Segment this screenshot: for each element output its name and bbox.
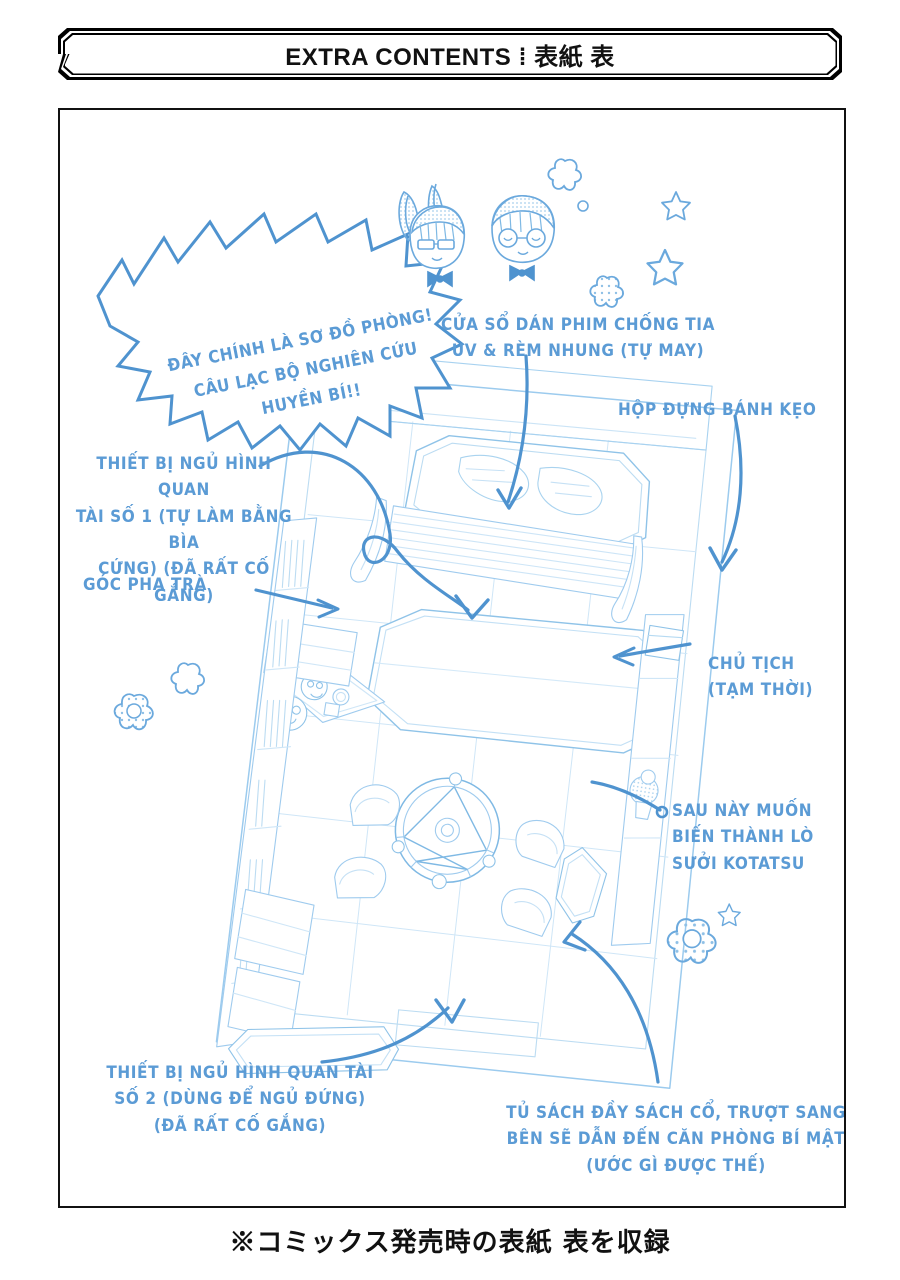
- annotation-window-uv-film: CỬA SỔ DÁN PHIM CHỐNG TIA UV & RÈM NHUNG…: [440, 315, 716, 362]
- bunny-girl-chibi: [398, 183, 466, 288]
- burst-speech-bubble-shape: [96, 211, 465, 453]
- annotation-bookshelf-secret-room: TỦ SÁCH ĐẦY SÁCH CỔ, TRƯỢT SANG BÊN SẼ D…: [506, 1103, 846, 1176]
- chibi-characters-group: [398, 183, 555, 288]
- footer-caption: ※コミックス発売時の表紙 表を収録: [229, 1228, 671, 1258]
- glasses-boy-chibi: [491, 195, 555, 282]
- occult-club-room-isometric-blueprint: [96, 158, 743, 1089]
- annotation-president: CHỦ TỊCH (TẠM THỜI): [708, 654, 814, 701]
- annotation-coffin-bed-2: THIẾT BỊ NGỦ HÌNH QUAN TÀI SỐ 2 (DÙNG ĐỂ…: [106, 1063, 374, 1136]
- page-title: EXTRA CONTENTS ⁞ 表紙 表: [285, 43, 615, 71]
- annotation-tea-corner: GÓC PHA TRÀ: [83, 575, 207, 595]
- header-banner: EXTRA CONTENTS ⁞ 表紙 表: [58, 28, 842, 80]
- decorations: [113, 158, 741, 964]
- illustration-panel: ĐÂY CHÍNH LÀ SƠ ĐỒ PHÒNG! CÂU LẠC BỘ NGH…: [58, 108, 846, 1208]
- annotation-coffin-bed-1: THIẾT BỊ NGỦ HÌNH QUAN TÀI SỐ 1 (TỰ LÀM …: [75, 454, 293, 606]
- annotation-kotatsu-plan: SAU NÀY MUỐN BIẾN THÀNH LÒ SƯỞI KOTATSU: [672, 801, 814, 874]
- annotation-candy-box: HỘP ĐỰNG BÁNH KẸO: [618, 400, 817, 420]
- banner-fill-inner: [65, 35, 836, 74]
